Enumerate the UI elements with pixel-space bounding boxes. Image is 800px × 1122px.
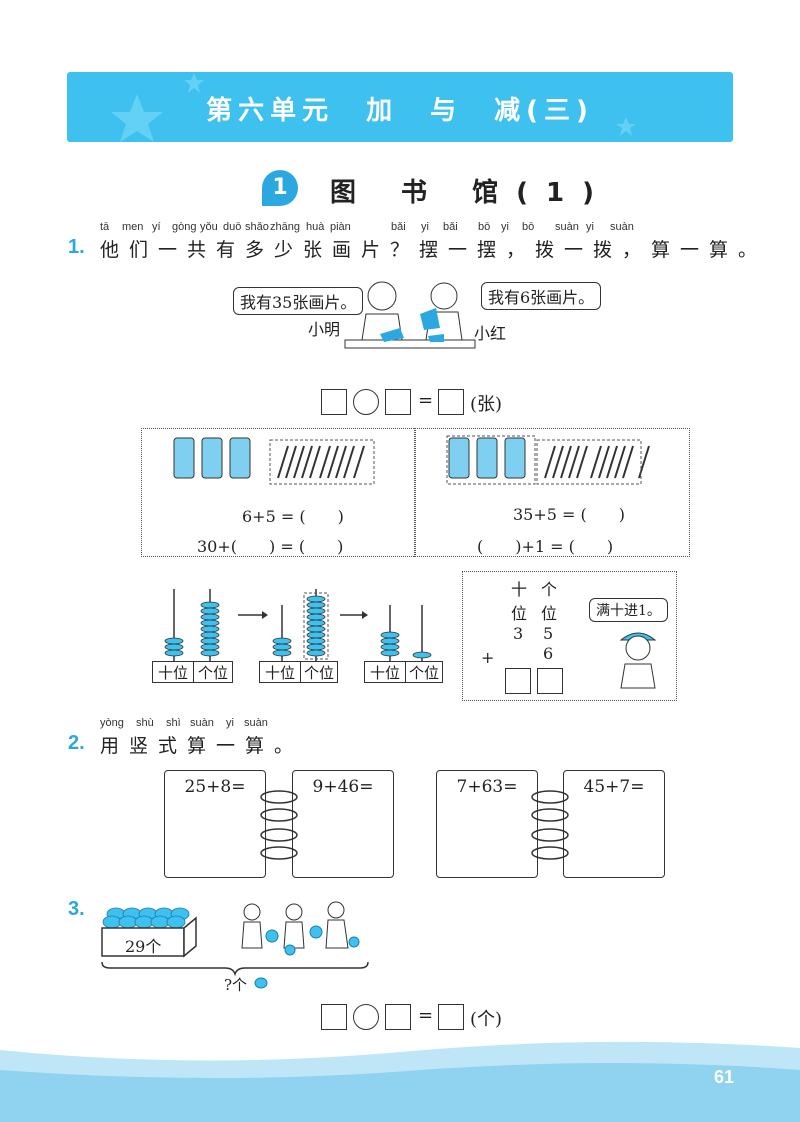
digit-tens: 3 bbox=[513, 624, 524, 643]
equals-sign: = bbox=[418, 1005, 434, 1026]
problem-label: 7+63= bbox=[456, 777, 518, 797]
box-label: 29个 bbox=[125, 937, 162, 956]
stick-right-line2: ( )+1 = ( ) bbox=[477, 537, 614, 556]
answer-box[interactable] bbox=[385, 389, 411, 415]
question-total-label: ?个 bbox=[224, 976, 248, 994]
abacus2-tens-label: 十位 bbox=[259, 661, 301, 683]
abacus1-ones-label: 个位 bbox=[193, 661, 233, 683]
boy-name: 小明 bbox=[308, 320, 341, 339]
binder-rings-icon bbox=[531, 790, 569, 860]
digit-ones: 5 bbox=[543, 624, 554, 643]
abacus3-ones-label: 个位 bbox=[405, 661, 443, 683]
stick-panel-right: 35+5 = ( ) ( )+1 = ( ) bbox=[414, 428, 690, 557]
star-decoration-icon bbox=[616, 117, 636, 136]
q3-number: 3. bbox=[68, 898, 85, 920]
stick-bundles-icon bbox=[446, 435, 650, 485]
equals-sign: = bbox=[418, 390, 434, 411]
abacus3-tens-label: 十位 bbox=[364, 661, 406, 683]
total-brace-icon bbox=[101, 961, 369, 977]
abacus-sequence-icon bbox=[164, 589, 432, 661]
column-addition-panel: 十 个 位 位 3 5 + 6 满十进1。 bbox=[462, 571, 677, 701]
girl-speech-bubble: 我有6张画片。 bbox=[481, 282, 602, 310]
ball-box-illustration bbox=[101, 907, 197, 958]
hint-bubble: 满十进1。 bbox=[589, 598, 668, 622]
answer-box[interactable] bbox=[321, 1004, 347, 1030]
tens-sub: 位 bbox=[511, 604, 528, 623]
ball-icon bbox=[254, 977, 268, 989]
ones-header: 个 bbox=[541, 580, 558, 599]
operator-circle[interactable] bbox=[353, 389, 379, 415]
boy-cap-illustration bbox=[619, 632, 657, 689]
answer-box[interactable] bbox=[438, 1004, 464, 1030]
abacus1-tens-label: 十位 bbox=[152, 661, 194, 683]
stick-bundles-icon bbox=[173, 437, 375, 485]
tens-header: 十 bbox=[511, 580, 528, 599]
operator-circle[interactable] bbox=[353, 1004, 379, 1030]
problem-label: 45+7= bbox=[583, 777, 645, 797]
ones-sub: 位 bbox=[541, 604, 558, 623]
footer-wave bbox=[0, 1041, 800, 1122]
answer-box[interactable] bbox=[321, 389, 347, 415]
unit-banner: 第六单元 加 与 减(三) bbox=[67, 72, 733, 142]
binder-rings-icon bbox=[260, 790, 298, 860]
answer-box[interactable] bbox=[385, 1004, 411, 1030]
star-decoration-icon bbox=[184, 73, 204, 93]
abacus2-ones-label: 个位 bbox=[300, 661, 338, 683]
boy-speech-bubble: 我有35张画片。 bbox=[233, 287, 364, 315]
page-number: 61 bbox=[713, 1067, 734, 1087]
work-box[interactable]: 7+63= bbox=[436, 770, 538, 878]
stick-left-line1: 6+5 = ( ) bbox=[242, 507, 344, 526]
work-box[interactable]: 9+46= bbox=[292, 770, 394, 878]
work-box[interactable]: 45+7= bbox=[563, 770, 665, 878]
problem-label: 25+8= bbox=[184, 777, 246, 797]
problem-label: 9+46= bbox=[312, 777, 374, 797]
plus-sign: + bbox=[481, 648, 495, 667]
answer-box[interactable] bbox=[438, 389, 464, 415]
q1-text: 他们一共有多少张画片？摆一摆，拨一拨，算一算。 bbox=[100, 239, 768, 261]
star-decoration-icon bbox=[111, 94, 163, 142]
q2-number: 2. bbox=[68, 732, 85, 754]
unit-label: (张) bbox=[470, 394, 503, 415]
children-playing-illustration bbox=[241, 901, 360, 956]
answer-box[interactable] bbox=[537, 668, 563, 694]
lesson-number-badge: 1 bbox=[262, 170, 298, 206]
q1-number: 1. bbox=[68, 236, 85, 258]
q2-text: 用竖式算一算。 bbox=[100, 735, 304, 757]
addend-digit: 6 bbox=[543, 644, 554, 663]
stick-panel-left: 6+5 = ( ) 30+( ) = ( ) bbox=[141, 428, 416, 557]
stick-left-line2: 30+( ) = ( ) bbox=[197, 537, 344, 556]
answer-box[interactable] bbox=[505, 668, 531, 694]
unit-title: 第六单元 加 与 减(三) bbox=[206, 96, 594, 126]
work-box[interactable]: 25+8= bbox=[164, 770, 266, 878]
girl-name: 小红 bbox=[474, 324, 507, 343]
stick-right-line1: 35+5 = ( ) bbox=[513, 505, 626, 524]
lesson-title: 图 书 馆(1) bbox=[330, 178, 612, 208]
unit-label: (个) bbox=[470, 1009, 503, 1030]
kids-at-table-illustration bbox=[344, 281, 476, 349]
